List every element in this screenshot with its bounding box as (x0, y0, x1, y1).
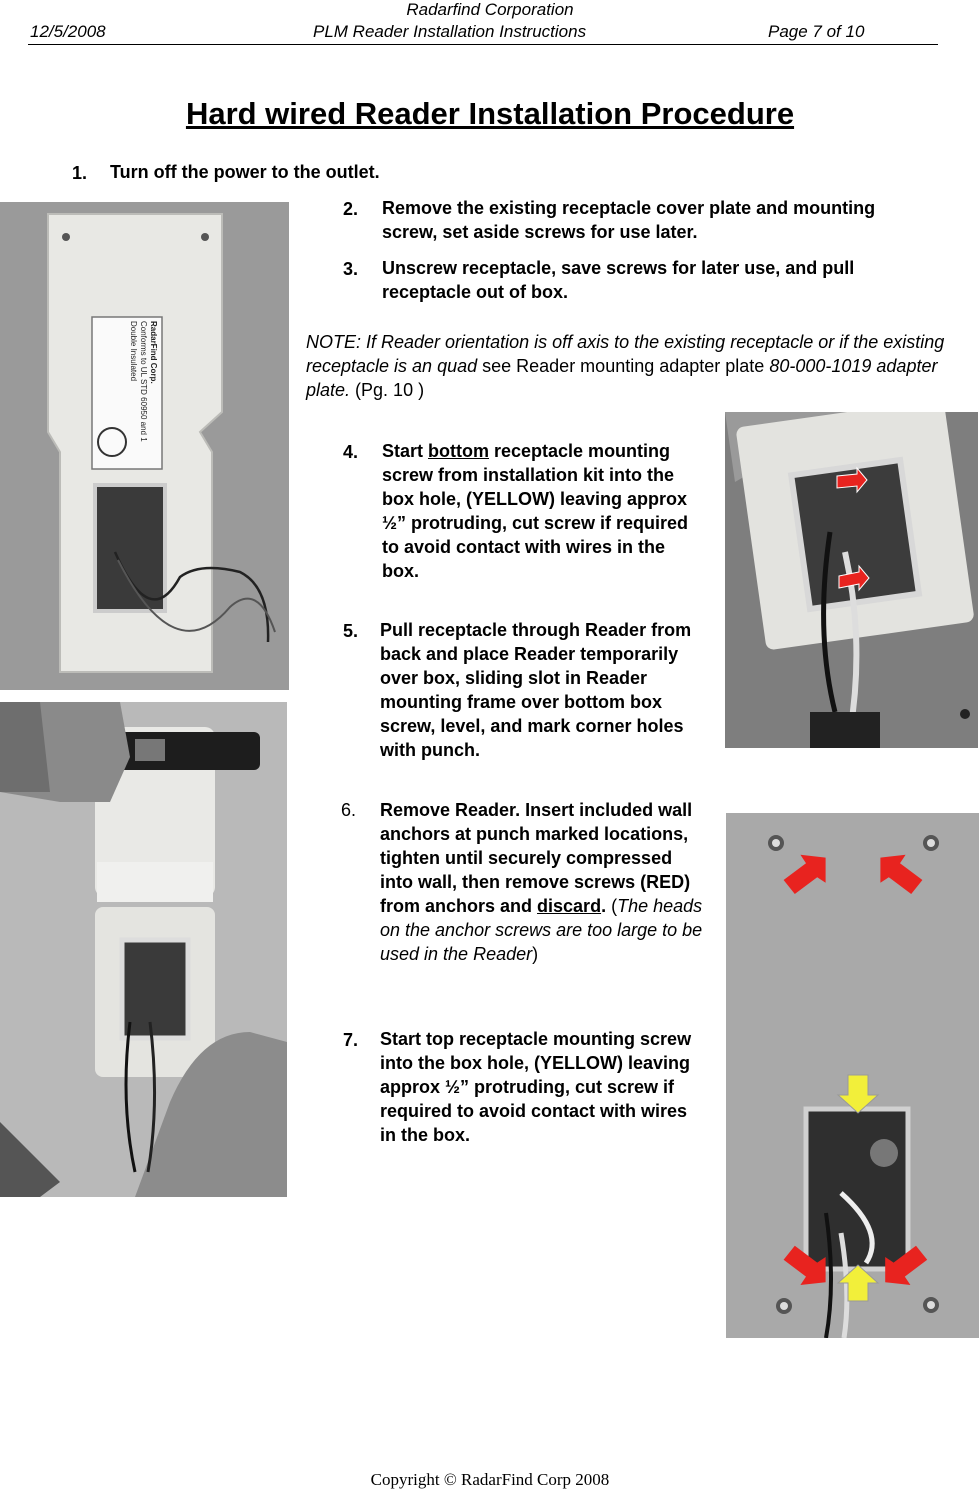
step-5-text: Pull receptacle through Reader from back… (380, 620, 692, 760)
step-5-number: 5. (343, 621, 359, 641)
label-conformance: Conforms to UL STD 60950 and 1 (139, 321, 148, 442)
step-6-paren-open: ( (606, 896, 618, 916)
photo-box-wiring (725, 412, 978, 748)
note-text-2: (Pg. 10 ) (350, 380, 425, 400)
step-4-text: Start bottom receptacle mounting screw f… (382, 439, 704, 583)
header-doc-title: PLM Reader Installation Instructions (313, 22, 587, 41)
step-3-number: 3. (343, 259, 359, 279)
note-italic-2: 80-000-1019 adapter plate. (306, 356, 938, 400)
step-6-emphasis: discard (537, 896, 602, 916)
step-1-text: Turn off the power to the outlet. (110, 162, 380, 182)
step-6-pre: Remove Reader. Insert included wall anch… (380, 800, 693, 916)
page-title: Hard wired Reader Installation Procedure (185, 96, 795, 131)
step-7-number: 7. (343, 1030, 359, 1050)
footer-copyright: Copyright © RadarFind Corp 2008 (370, 1470, 610, 1489)
step-4-pre: Start (382, 441, 429, 461)
note-text-1: see Reader mounting adapter plate (477, 356, 770, 376)
header-divider (28, 44, 938, 45)
step-6-italic-note: The heads on the anchor screws are too l… (380, 896, 703, 964)
label-company: RadarFind Corp. (149, 321, 158, 384)
step-6-text: Remove Reader. Insert included wall anch… (380, 798, 704, 966)
step-4-number: 4. (343, 442, 359, 462)
step-6-post: . (601, 896, 607, 916)
adapter-note: NOTE: If Reader orientation is off axis … (306, 330, 946, 402)
step-6-paren-close: ) (532, 944, 539, 964)
step-4-emphasis: bottom (428, 441, 489, 461)
photo-wall-anchors (726, 813, 979, 1338)
header-date: 12/5/2008 (30, 22, 106, 41)
note-italic-1: NOTE: If Reader orientation is off axis … (306, 332, 945, 376)
step-2-number: 2. (343, 199, 359, 219)
label-insulation: Double Insulated (129, 321, 138, 382)
header-company: Radarfind Corporation (406, 0, 574, 19)
step-7-text: Start top receptacle mounting screw into… (380, 1029, 692, 1145)
step-1-number: 1. (72, 163, 88, 183)
step-4-post: receptacle mounting screw from installat… (382, 441, 689, 581)
header-page: Page 7 of 10 (768, 22, 865, 41)
photo-reader-label: RadarFind Corp. Conforms to UL STD 60950… (92, 317, 162, 469)
photo-reader-back (0, 202, 289, 690)
step-3-text: Unscrew receptacle, save screws for late… (382, 258, 855, 302)
step-2-text: Remove the existing receptacle cover pla… (382, 198, 876, 242)
step-6-number: 6. (341, 800, 357, 820)
photo-leveling-reader (0, 702, 287, 1197)
